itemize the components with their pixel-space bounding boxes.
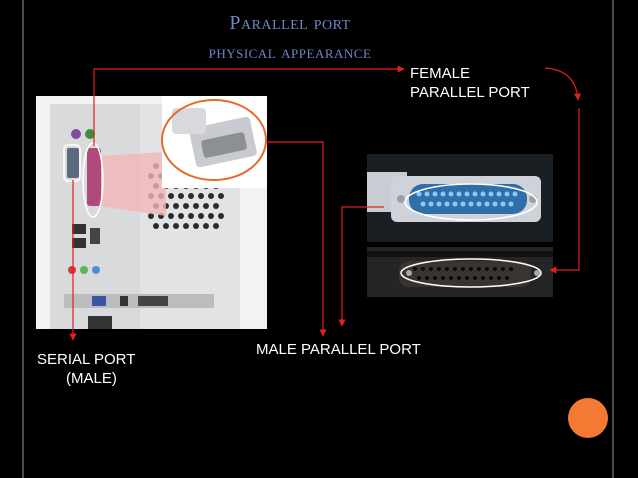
right-border-line: [612, 0, 614, 478]
female-label-line1: FEMALE: [410, 65, 471, 82]
slide-title: Parallel port: [120, 12, 460, 35]
female-port-photo: [367, 247, 553, 297]
pc-back-panel-photo: [36, 96, 267, 329]
female-parallel-port-label: FEMALE PARALLEL PORT: [410, 64, 530, 102]
title-initial: P: [229, 12, 241, 34]
left-border-line: [22, 0, 24, 478]
serial-port-label: SERIAL PORT (MALE): [37, 350, 135, 388]
title-rest: arallel port: [240, 12, 351, 34]
slide-subtitle: physical appearance: [208, 42, 372, 62]
decorative-orange-circle: [568, 398, 608, 438]
serial-label-line2: (MALE): [66, 370, 117, 387]
male-parallel-port-label: MALE PARALLEL PORT: [256, 341, 421, 358]
male-connector-photo: [367, 154, 553, 242]
serial-label-line1: SERIAL PORT: [37, 351, 136, 368]
female-label-line2: PARALLEL PORT: [410, 84, 530, 101]
